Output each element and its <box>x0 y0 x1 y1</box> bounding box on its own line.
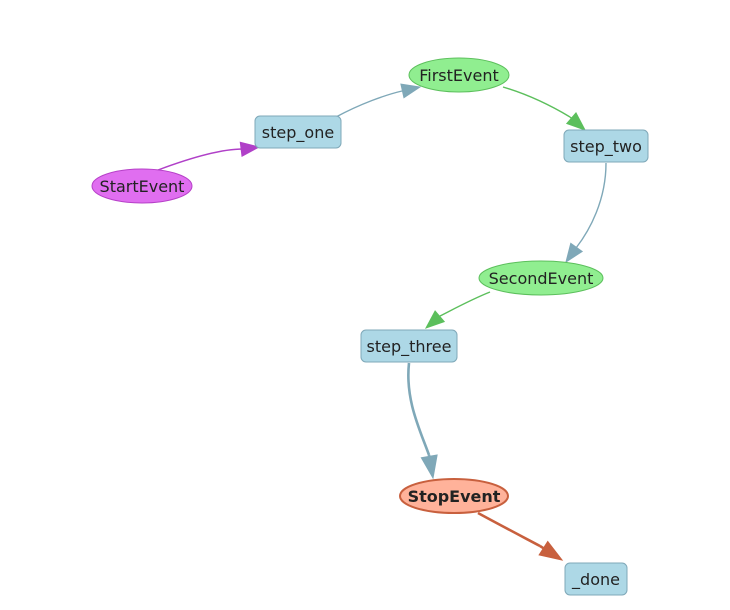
node-label: SecondEvent <box>489 269 594 288</box>
edge-line <box>407 362 431 456</box>
edge-line <box>477 511 541 548</box>
edge-line <box>157 148 244 171</box>
edge-StartEvent-to-step_one <box>157 141 261 171</box>
edge-line <box>575 162 607 249</box>
arrowhead-icon <box>420 454 438 480</box>
node-firstevent[interactable]: FirstEvent <box>408 57 510 93</box>
node-box <box>360 329 458 363</box>
node-startevent[interactable]: StartEvent <box>91 168 193 204</box>
edge-step_three-to-StopEvent <box>407 362 438 480</box>
node-label: FirstEvent <box>419 66 499 85</box>
node-step-one[interactable]: step_one <box>254 115 342 149</box>
edge-step_two-to-SecondEvent <box>565 162 607 264</box>
node-ellipse <box>478 260 604 296</box>
node-ellipse <box>91 168 193 204</box>
nodes-layer: StartEvent step_one FirstEvent step_twoSeco… <box>91 57 649 596</box>
node-label: step_three <box>367 337 452 357</box>
node-ellipse <box>399 478 509 514</box>
arrowhead-icon <box>239 141 261 157</box>
node-stopevent[interactable]: StopEvent <box>399 478 509 514</box>
node-label: _done <box>571 570 620 590</box>
edge-StopEvent-to-_done <box>477 511 564 561</box>
node-step-three[interactable]: step_three <box>360 329 458 363</box>
node-label: StartEvent <box>100 177 185 196</box>
edge-FirstEvent-to-step_two <box>502 86 587 131</box>
edge-connector <box>539 544 545 550</box>
arrowhead-icon <box>538 540 564 561</box>
node-box <box>254 115 342 149</box>
edge-SecondEvent-to-step_three <box>424 291 491 329</box>
arrowhead-icon <box>424 310 446 329</box>
edge-step_one-to-FirstEvent <box>335 83 422 118</box>
edge-line <box>502 86 571 118</box>
arrowhead-icon <box>565 242 584 264</box>
node-label: step_one <box>262 123 334 143</box>
node-label: StopEvent <box>408 487 501 506</box>
edges-layer <box>157 83 607 561</box>
arrowhead-icon <box>565 112 587 131</box>
node--done[interactable]: _done <box>564 562 628 596</box>
edge-line <box>439 291 491 317</box>
node-box <box>563 129 649 163</box>
node-secondevent[interactable]: SecondEvent <box>478 260 604 296</box>
node-label: step_two <box>570 137 642 157</box>
node-box <box>564 562 628 596</box>
node-ellipse <box>408 57 510 93</box>
arrowhead-icon <box>400 83 422 99</box>
node-step-two[interactable]: step_two <box>563 129 649 163</box>
edge-line <box>335 90 403 118</box>
